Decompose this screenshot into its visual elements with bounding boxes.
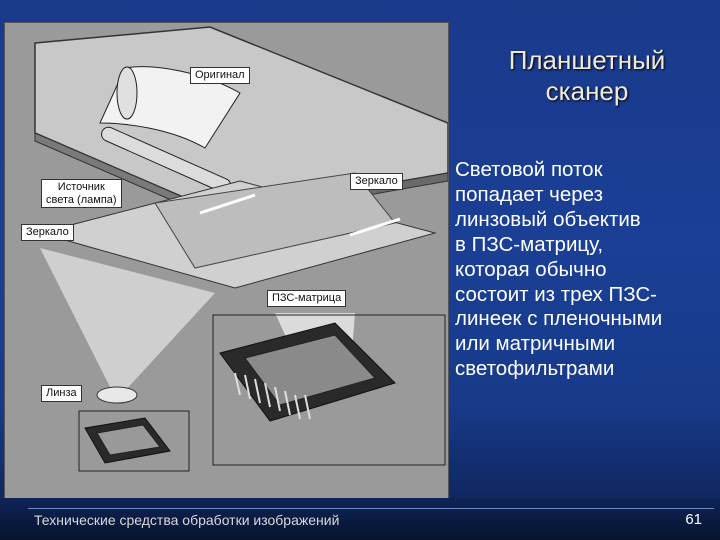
page-number: 61 xyxy=(685,511,702,528)
lens-inset-frame xyxy=(78,410,190,472)
label-ccd: ПЗС-матрица xyxy=(267,290,347,307)
lens-shape xyxy=(96,386,138,404)
footer-bar xyxy=(0,498,720,540)
light-beam-lens xyxy=(40,248,215,393)
carriage-plate xyxy=(154,172,396,269)
label-light-source: Источник света (лампа) xyxy=(41,179,122,209)
footer-text: Технические средства обработки изображен… xyxy=(34,512,340,528)
scanner-diagram: Оригинал Источник света (лампа) Зеркало … xyxy=(4,22,449,500)
ccd-pins xyxy=(234,372,311,420)
label-mirror-left: Зеркало xyxy=(21,224,74,241)
footer-divider xyxy=(28,508,714,509)
label-original: Оригинал xyxy=(190,67,250,84)
scanner-illustration xyxy=(34,26,448,472)
small-ccd-strip xyxy=(96,424,161,456)
ccd-sensor-strip xyxy=(244,334,376,406)
label-mirror-right: Зеркало xyxy=(350,173,403,190)
motion-arrow-2 xyxy=(349,217,401,237)
ccd-inset-frame xyxy=(212,314,446,466)
label-lens: Линза xyxy=(41,385,82,402)
motion-arrow-1 xyxy=(199,193,256,215)
slide-title: Планшетный сканер xyxy=(508,45,666,107)
document-roll xyxy=(116,66,138,120)
slide-body-text: Световой поток попадает через линзовый о… xyxy=(455,158,663,381)
